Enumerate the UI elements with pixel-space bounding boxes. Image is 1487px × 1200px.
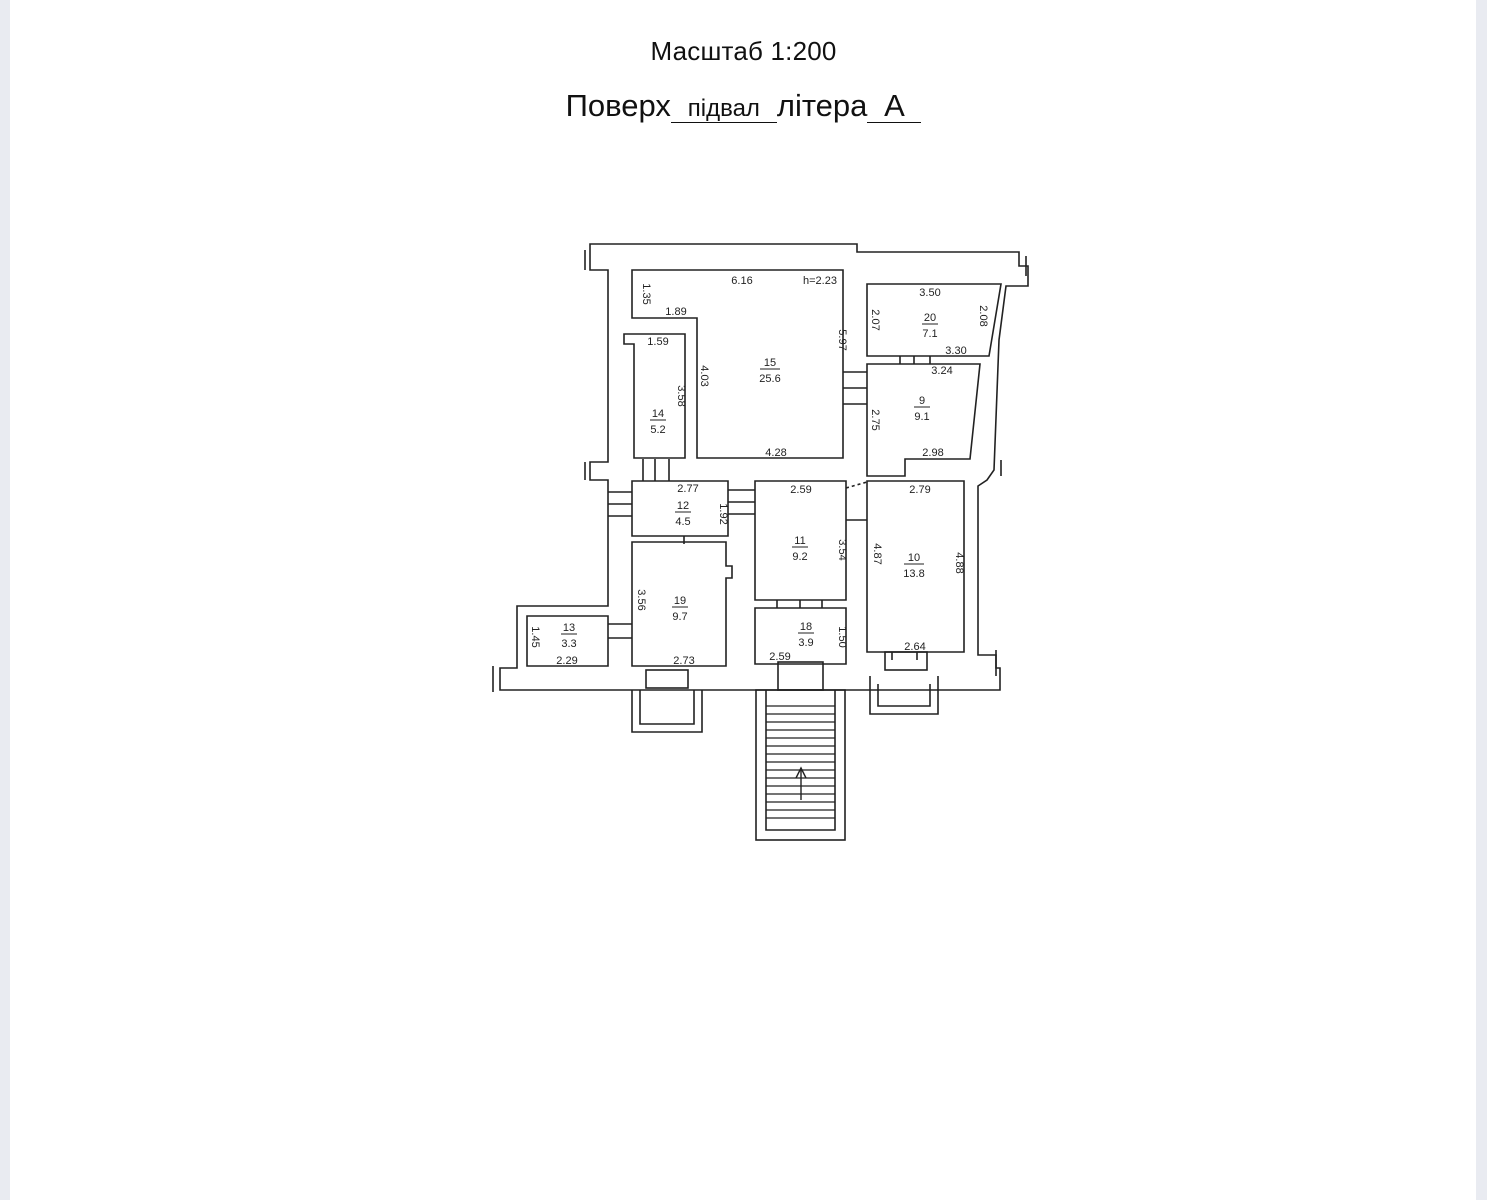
window-sill-left xyxy=(645,669,689,689)
dim-2-07: 2.07 xyxy=(869,309,881,330)
outer-wall xyxy=(499,243,1029,691)
room-9-outline xyxy=(866,363,981,477)
dim-3-24: 3.24 xyxy=(931,365,952,377)
room-19-outline xyxy=(631,541,733,667)
stair-inner xyxy=(765,690,836,831)
drawing-sheet xyxy=(10,0,1476,1200)
opening-dashed xyxy=(845,481,868,489)
dim-3-54: 3.54 xyxy=(836,539,848,560)
room-15-number: 15 xyxy=(764,357,776,369)
room-14-outline xyxy=(623,333,686,459)
room-11-area: 9.2 xyxy=(792,551,807,563)
dim-1-35: 1.35 xyxy=(640,283,652,304)
entrance-door xyxy=(777,661,824,691)
door-marks xyxy=(608,356,931,660)
room-20-outline xyxy=(866,283,1002,357)
room-12-number: 12 xyxy=(677,500,689,512)
room-19-number: 19 xyxy=(674,595,686,607)
room-10-outline xyxy=(866,480,965,653)
room-15-outline xyxy=(631,269,844,459)
dim-4-87: 4.87 xyxy=(871,543,883,564)
dim-3-30: 3.30 xyxy=(945,345,966,357)
window-pit-left xyxy=(631,690,703,733)
dim-2-77: 2.77 xyxy=(677,483,698,495)
room-18-number: 18 xyxy=(800,621,812,633)
dim-3-50: 3.50 xyxy=(919,287,940,299)
room-9-area: 9.1 xyxy=(914,411,929,423)
room-20-area: 7.1 xyxy=(922,328,937,340)
room-9-number: 9 xyxy=(919,395,925,407)
scale-label: Масштаб 1:200 xyxy=(650,36,837,66)
dim-2-79: 2.79 xyxy=(909,484,930,496)
stair-treads xyxy=(766,705,835,819)
dim-4-28: 4.28 xyxy=(765,447,786,459)
dim-4-88: 4.88 xyxy=(953,552,965,573)
room-10-number: 10 xyxy=(908,552,920,564)
room-14-area: 5.2 xyxy=(650,424,665,436)
room-19-area: 9.7 xyxy=(672,611,687,623)
letter-label: літера xyxy=(776,88,868,123)
room-14-number: 14 xyxy=(652,408,664,420)
dim-1-59: 1.59 xyxy=(647,336,668,348)
floor-prefix: Поверх xyxy=(565,88,671,123)
dim-4-03: 4.03 xyxy=(698,365,710,386)
dim-height: h=2.23 xyxy=(803,275,837,287)
window-pit-right xyxy=(869,676,939,715)
room-11-number: 11 xyxy=(794,535,805,547)
dim-1-50: 1.50 xyxy=(836,626,848,647)
room-18-area: 3.9 xyxy=(798,637,813,649)
dimension-ticks xyxy=(492,250,1027,692)
dim-2-08: 2.08 xyxy=(977,305,989,326)
window-sill-right xyxy=(884,651,928,671)
room-15-area: 25.6 xyxy=(759,373,780,385)
room-13-number: 13 xyxy=(563,622,575,634)
room-12-area: 4.5 xyxy=(675,516,690,528)
letter-value: А xyxy=(867,90,922,123)
dim-1-92: 1.92 xyxy=(717,503,729,524)
dim-3-58: 3.58 xyxy=(675,385,687,406)
dim-2-59-bottom: 2.59 xyxy=(769,651,790,663)
stair-arrow-icon xyxy=(795,766,807,800)
room-20-number: 20 xyxy=(924,312,936,324)
dim-2-98: 2.98 xyxy=(922,447,943,459)
dim-2-75: 2.75 xyxy=(869,409,881,430)
dim-6-16: 6.16 xyxy=(731,275,752,287)
dim-2-29: 2.29 xyxy=(556,655,577,667)
room-18-outline xyxy=(754,607,847,665)
room-13-outline xyxy=(526,615,609,667)
room-13-area: 3.3 xyxy=(561,638,576,650)
dim-2-73: 2.73 xyxy=(673,655,694,667)
dim-1-89: 1.89 xyxy=(665,306,686,318)
dim-2-59-top: 2.59 xyxy=(790,484,811,496)
dim-2-64: 2.64 xyxy=(904,641,925,653)
room-10-area: 13.8 xyxy=(903,568,924,580)
room-11-outline xyxy=(754,480,847,601)
dim-1-45: 1.45 xyxy=(529,626,541,647)
dim-5-97: 5.97 xyxy=(836,329,848,350)
room-12-outline xyxy=(631,480,729,537)
dim-3-56: 3.56 xyxy=(635,589,647,610)
floor-value: підвал xyxy=(670,97,777,123)
